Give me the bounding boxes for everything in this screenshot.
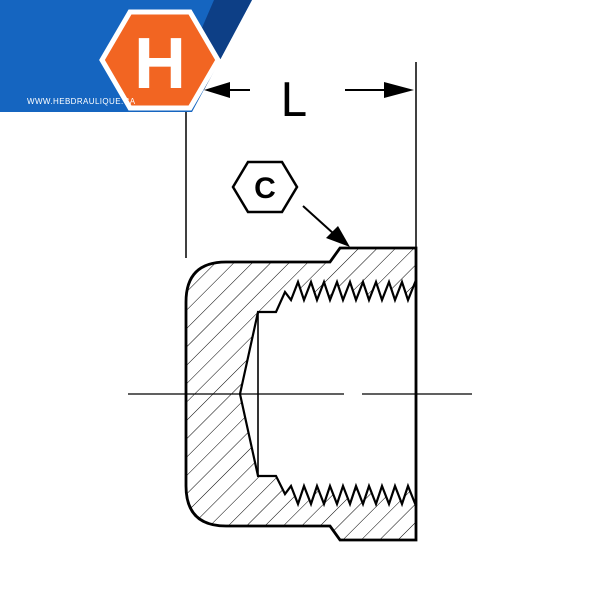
brand-banner: H WWW.HEBDRAULIQUE.CA bbox=[0, 0, 252, 112]
dimension-label: L bbox=[280, 73, 306, 127]
leader-arrowhead bbox=[326, 226, 350, 247]
website-url: WWW.HEBDRAULIQUE.CA bbox=[27, 97, 136, 106]
leader-line bbox=[302, 205, 335, 235]
logo-hexagon: H bbox=[99, 9, 221, 111]
callout-hexagon bbox=[231, 160, 299, 214]
logo-letter: H bbox=[134, 24, 186, 104]
cap-outline bbox=[184, 246, 418, 542]
arrowhead-left bbox=[204, 82, 230, 98]
dimension-l bbox=[185, 62, 417, 258]
threaded-bore bbox=[238, 278, 418, 508]
arrowhead-right bbox=[384, 82, 414, 98]
hex-callout: C bbox=[231, 160, 350, 247]
callout-label: C bbox=[254, 172, 276, 205]
